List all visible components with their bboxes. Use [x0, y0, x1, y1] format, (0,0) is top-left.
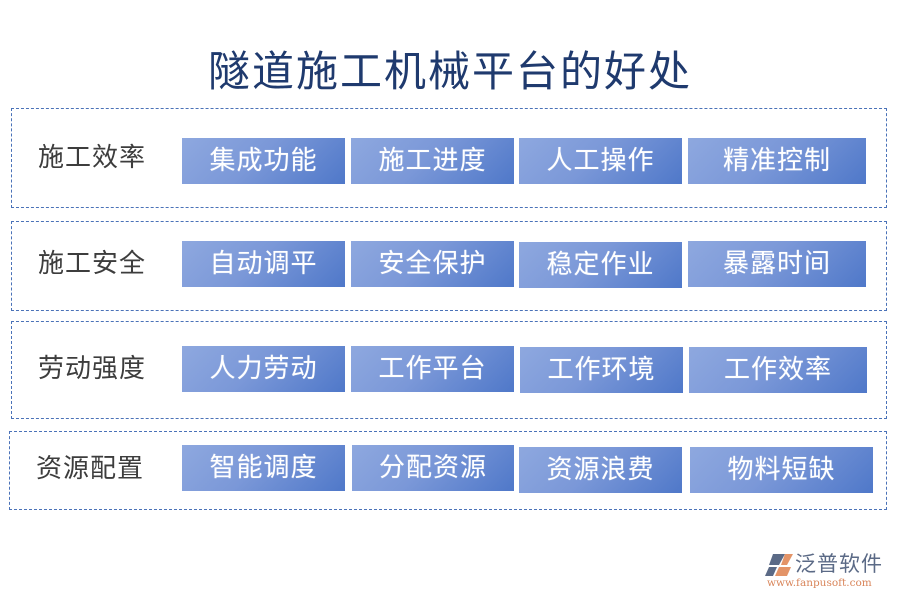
benefit-chip: 施工进度	[351, 138, 514, 184]
benefit-chip: 人力劳动	[182, 346, 345, 392]
benefit-chip: 稳定作业	[519, 242, 682, 288]
group-construction-efficiency: 施工效率	[11, 108, 887, 208]
benefit-chip: 工作环境	[520, 347, 683, 393]
group-label: 劳动强度	[38, 354, 147, 384]
benefit-chip: 智能调度	[182, 445, 345, 491]
logo-name: 泛普软件	[795, 552, 883, 576]
benefit-chip: 资源浪费	[519, 447, 682, 493]
benefit-chip: 自动调平	[182, 241, 345, 287]
group-labor-intensity: 劳动强度	[11, 321, 887, 419]
brand-logo: 泛普软件 www.fanpusoft.com	[765, 550, 895, 590]
logo-url: www.fanpusoft.com	[767, 577, 872, 589]
benefit-chip: 精准控制	[688, 138, 866, 184]
benefit-chip: 集成功能	[182, 138, 345, 184]
benefit-chip: 安全保护	[351, 241, 514, 287]
group-label: 资源配置	[36, 454, 145, 484]
benefit-chip: 物料短缺	[690, 447, 873, 493]
group-label: 施工安全	[38, 249, 147, 279]
benefit-chip: 人工操作	[519, 138, 682, 184]
benefit-chip: 工作平台	[351, 346, 514, 392]
fanpu-logo-icon	[765, 554, 793, 576]
group-resource-allocation: 资源配置	[9, 431, 887, 510]
benefit-chip: 工作效率	[689, 347, 867, 393]
benefit-chip: 暴露时间	[688, 241, 866, 287]
benefit-chip: 分配资源	[352, 445, 514, 491]
page-title: 隧道施工机械平台的好处	[207, 47, 692, 96]
group-construction-safety: 施工安全	[11, 221, 887, 311]
group-label: 施工效率	[38, 143, 147, 173]
